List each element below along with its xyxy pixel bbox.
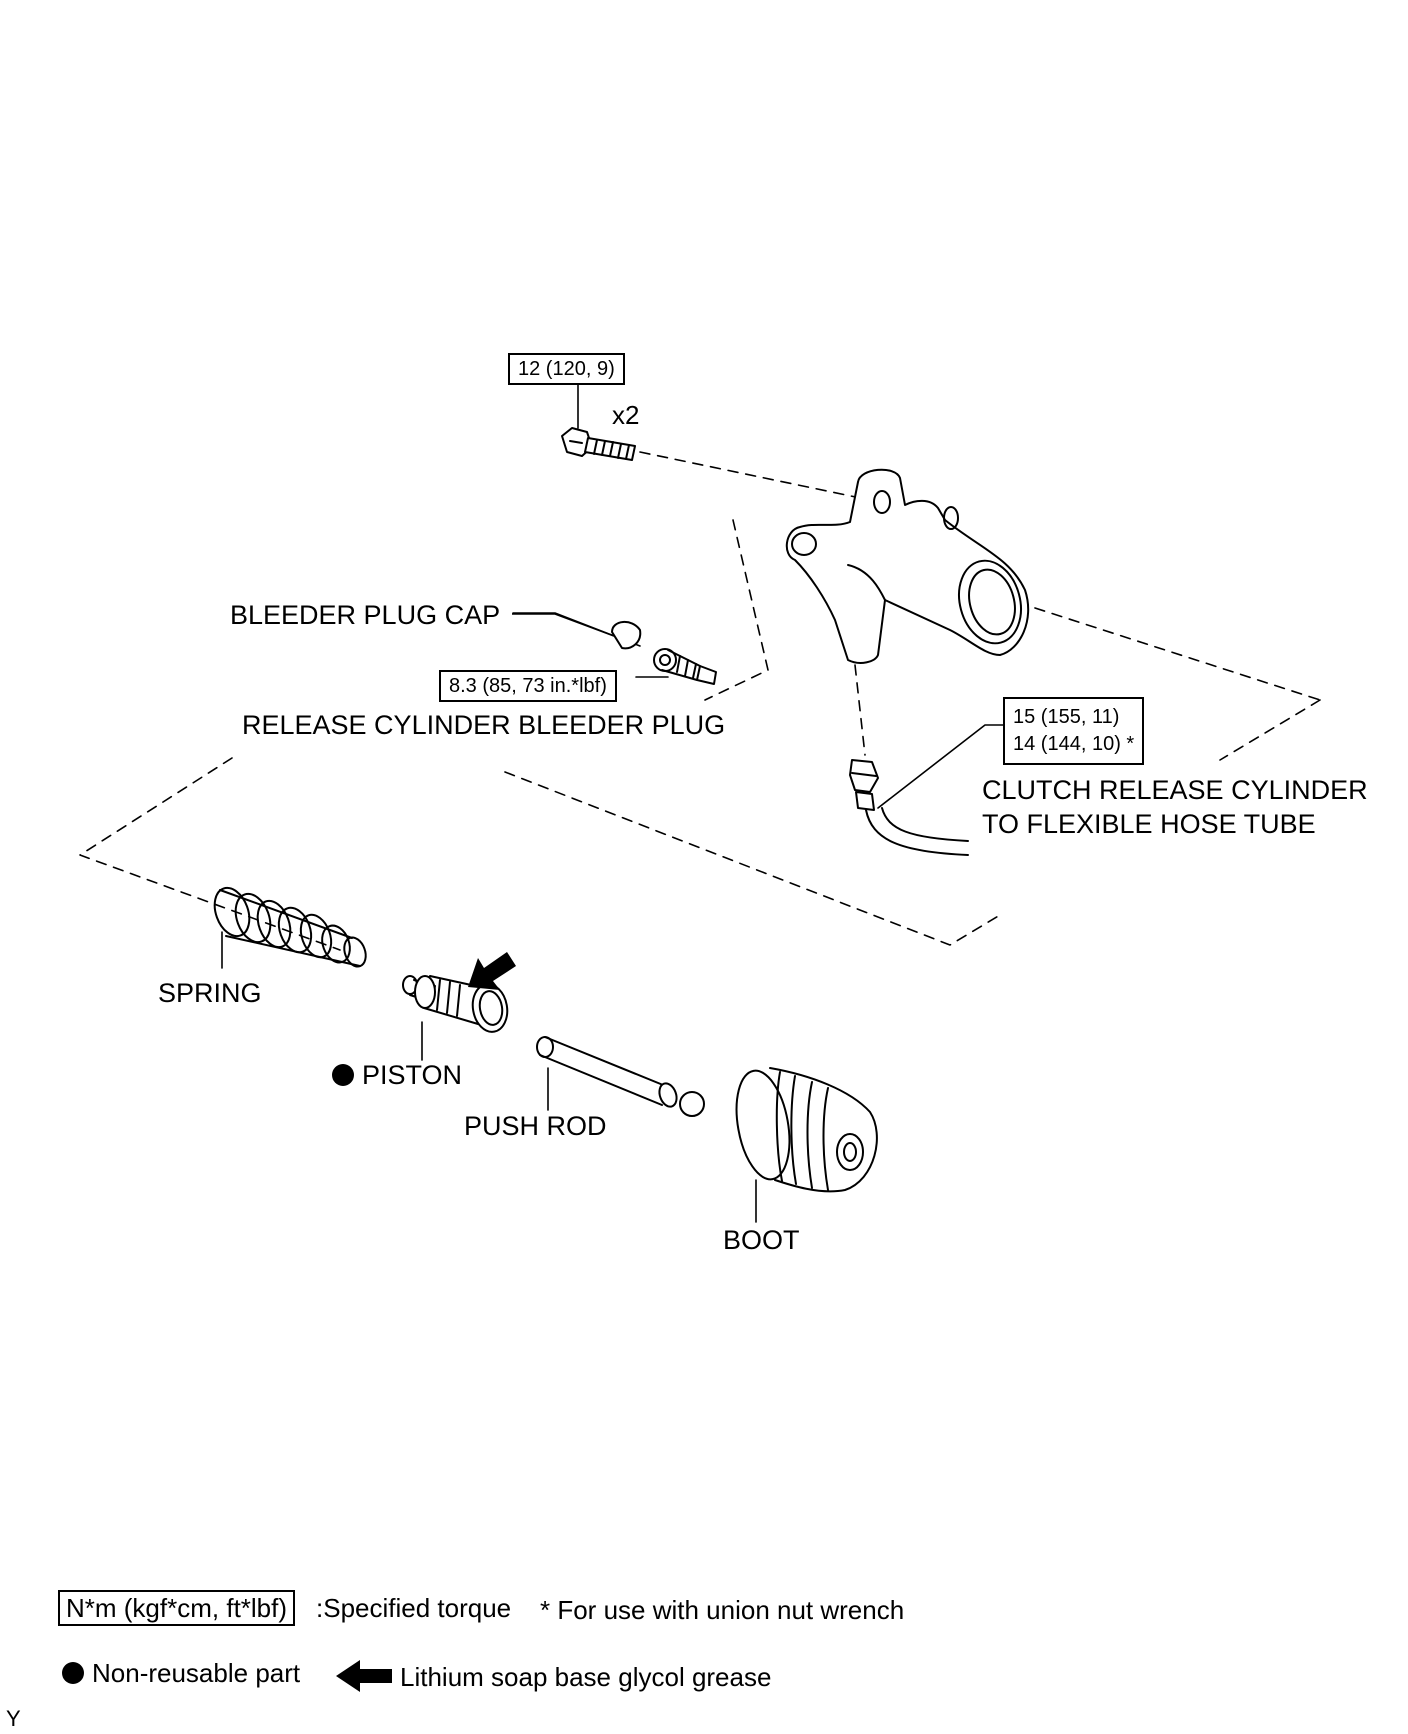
label-flexible-hose-tube: TO FLEXIBLE HOSE TUBE: [982, 809, 1316, 839]
bolt-torque-box: 12 (120, 9): [508, 353, 625, 385]
boot: [735, 1067, 878, 1193]
assembly-lines: [79, 451, 1321, 951]
non-reusable-marker-icon: [332, 1064, 354, 1086]
bolt: [561, 427, 636, 461]
push-rod: [536, 1036, 705, 1117]
union-nut-torque-wrench: 14 (144, 10) *: [1013, 733, 1135, 755]
union-nut-torque-standard: 15 (155, 11): [1013, 706, 1120, 728]
label-push-rod: PUSH ROD: [464, 1111, 607, 1141]
label-spring: SPRING: [158, 978, 262, 1008]
spring: [213, 886, 367, 968]
legend-union-nut-note: * For use with union nut wrench: [540, 1595, 905, 1625]
label-clutch-release-cylinder: CLUTCH RELEASE CYLINDER: [982, 775, 1368, 805]
label-piston: PISTON: [362, 1060, 463, 1090]
corner-code: Y: [6, 1706, 21, 1731]
legend-grease: Lithium soap base glycol grease: [400, 1662, 772, 1692]
legend-non-reusable-icon: [62, 1662, 84, 1684]
union-nut-torque-box: 15 (155, 11) 14 (144, 10) *: [1003, 697, 1145, 765]
legend-specified-torque: :Specified torque: [316, 1593, 512, 1623]
union-nut-hose: [849, 759, 969, 856]
release-cylinder-body: [785, 468, 1030, 664]
legend-non-reusable-part: Non-reusable part: [92, 1658, 301, 1688]
label-bleeder-plug-cap: BLEEDER PLUG CAP: [230, 600, 501, 630]
piston: [402, 975, 509, 1033]
legend-grease-arrow-icon: [336, 1660, 392, 1692]
bolt-quantity: x2: [612, 400, 640, 430]
label-boot: BOOT: [723, 1225, 800, 1255]
legend-torque-unit-box: N*m (kgf*cm, ft*lbf): [58, 1590, 296, 1626]
bleeder-plug: [653, 648, 717, 685]
bleeder-plug-torque-box: 8.3 (85, 73 in.*lbf): [439, 670, 617, 702]
label-release-cylinder-bleeder-plug: RELEASE CYLINDER BLEEDER PLUG: [242, 710, 726, 740]
bleeder-plug-cap: [611, 621, 642, 650]
grease-arrow-icon: [468, 952, 516, 990]
